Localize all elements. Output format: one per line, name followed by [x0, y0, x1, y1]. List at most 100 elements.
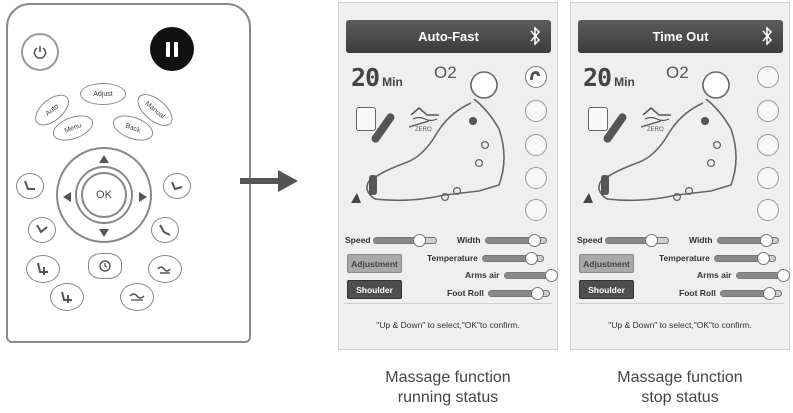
bluetooth-icon — [762, 26, 773, 46]
arms-air-slider[interactable]: Arms air — [697, 268, 790, 282]
heat-icon — [157, 266, 171, 274]
panel-titlebar: Time Out — [578, 20, 783, 53]
running-status-panel: Auto-Fast 20 Min O2 ZERO Sp — [338, 2, 558, 350]
width-slider[interactable]: Width — [457, 233, 547, 247]
shoulder-button[interactable]: Shoulder — [347, 280, 402, 299]
adjustment-button[interactable]: Adjustment — [579, 254, 634, 273]
seat-lower-button[interactable] — [26, 255, 60, 283]
width-track[interactable] — [716, 233, 779, 247]
adjust-button[interactable]: Adjust — [80, 83, 126, 105]
legrest-down-icon — [159, 224, 171, 236]
zone-button-3[interactable] — [525, 167, 547, 189]
power-button[interactable] — [21, 33, 59, 71]
width-slider[interactable]: Width — [689, 233, 779, 247]
panel-title: Time Out — [652, 29, 709, 44]
arms-air-slider[interactable]: Arms air — [465, 268, 558, 282]
adjustment-button[interactable]: Adjustment — [347, 254, 402, 273]
speed-track[interactable] — [604, 233, 669, 247]
temperature-track[interactable] — [713, 251, 776, 265]
seat-mode-icon — [356, 107, 376, 131]
zone-button-2[interactable] — [525, 134, 547, 156]
timer-display: 20 Min — [583, 63, 635, 92]
foot-roll-fill — [720, 290, 769, 296]
up-arrow-button[interactable] — [99, 155, 109, 163]
remote-control: Adjust Auto Manual Menu Back OK — [6, 3, 251, 343]
arms-air-label: Arms air — [465, 270, 500, 280]
speed-knob[interactable] — [645, 233, 659, 247]
temperature-knob[interactable] — [756, 251, 770, 265]
direction-pad-ring — [75, 166, 133, 224]
zone-button-1[interactable] — [525, 100, 547, 122]
zone-button-4[interactable] — [757, 199, 779, 221]
down-arrow-button[interactable] — [99, 229, 109, 237]
speed-fill — [605, 237, 652, 243]
recline-forward-button[interactable] — [163, 173, 191, 199]
zone-button-4[interactable] — [525, 199, 547, 221]
foot-roll-slider[interactable]: Foot Roll — [447, 286, 550, 300]
zone-button-3[interactable] — [757, 167, 779, 189]
temperature-slider[interactable]: Temperature — [659, 251, 776, 265]
timer-value: 20 — [583, 63, 612, 92]
foot-roll-track[interactable] — [719, 286, 782, 300]
massage-mode-button[interactable] — [525, 66, 547, 88]
power-icon — [33, 46, 47, 59]
stop-caption: Massage function stop status — [570, 368, 790, 408]
foot-roll-knob[interactable] — [762, 286, 776, 300]
temperature-fill — [482, 255, 531, 261]
arms-air-track[interactable] — [735, 268, 790, 282]
arms-air-knob[interactable] — [776, 268, 790, 282]
panel-title: Auto-Fast — [418, 29, 479, 44]
speed-slider[interactable]: Speed — [577, 233, 669, 247]
temperature-fill — [714, 255, 763, 261]
running-caption-line2: running status — [397, 389, 499, 406]
width-track[interactable] — [484, 233, 547, 247]
width-label: Width — [457, 235, 481, 245]
width-fill — [485, 237, 534, 243]
panel-titlebar: Auto-Fast — [346, 20, 551, 53]
arms-air-track[interactable] — [503, 268, 558, 282]
massage-mode-button[interactable] — [757, 66, 779, 88]
left-arrow-button[interactable] — [63, 192, 71, 202]
temperature-knob[interactable] — [524, 251, 538, 265]
right-arrow-button[interactable] — [139, 192, 147, 202]
speed-label: Speed — [345, 235, 371, 245]
foot-roll-fill — [488, 290, 537, 296]
pause-button[interactable] — [150, 27, 194, 71]
speed-track[interactable] — [372, 233, 437, 247]
temperature-slider[interactable]: Temperature — [427, 251, 544, 265]
legrest-down-button[interactable] — [151, 217, 179, 243]
speed-slider[interactable]: Speed — [345, 233, 437, 247]
pause-icon-bar — [174, 41, 178, 57]
foot-roll-track[interactable] — [487, 286, 550, 300]
temperature-track[interactable] — [481, 251, 544, 265]
oxygen-label: O2 — [434, 63, 457, 82]
zone-button-1[interactable] — [757, 100, 779, 122]
arms-air-fill — [736, 272, 783, 278]
speed-knob[interactable] — [413, 233, 427, 247]
speed-label: Speed — [577, 235, 603, 245]
seat-raise-button[interactable] — [50, 283, 84, 311]
recline-icon — [24, 180, 35, 190]
timer-button[interactable] — [88, 253, 122, 279]
zero-gravity-icon — [410, 107, 439, 122]
hint-text: "Up & Down" to select,"OK"to confirm. — [344, 303, 552, 330]
foot-roll-knob[interactable] — [530, 286, 544, 300]
seat-lower-icon — [37, 262, 48, 275]
legrest-up-button[interactable] — [28, 217, 56, 243]
arms-air-knob[interactable] — [544, 268, 558, 282]
ok-button[interactable]: OK — [81, 172, 127, 218]
shoulder-button[interactable]: Shoulder — [579, 280, 634, 299]
direction-pad: OK — [56, 147, 152, 243]
hint-text: "Up & Down" to select,"OK"to confirm. — [576, 303, 784, 330]
recline-back-button[interactable] — [16, 173, 44, 199]
width-knob[interactable] — [759, 233, 773, 247]
zone-button-2[interactable] — [757, 134, 779, 156]
heat-button[interactable] — [148, 255, 182, 283]
zero-gravity-button[interactable] — [120, 283, 154, 311]
pause-icon — [166, 41, 170, 57]
timer-icon — [99, 260, 111, 272]
foot-roll-slider[interactable]: Foot Roll — [679, 286, 782, 300]
massage-mode-icon — [530, 71, 540, 80]
arms-air-label: Arms air — [697, 270, 732, 280]
width-knob[interactable] — [527, 233, 541, 247]
